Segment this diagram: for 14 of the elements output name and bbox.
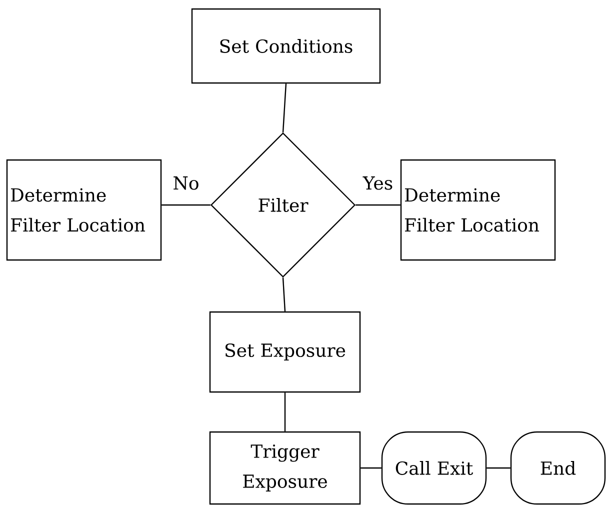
connector-line (284, 392, 286, 432)
process-box: Determine Filter Location (6, 159, 162, 261)
connector-line (282, 278, 286, 312)
process-box: Set Conditions (191, 8, 381, 84)
process-box: Set Exposure (209, 311, 361, 393)
connector-line (360, 467, 382, 469)
connector-line (282, 84, 287, 132)
edge-label: No (172, 175, 200, 191)
edge-label: Yes (362, 175, 394, 191)
connector-line (486, 467, 510, 469)
connector-line (356, 204, 400, 206)
process-box: Trigger Exposure (209, 431, 361, 505)
connector-line (162, 204, 210, 206)
process-box: Determine Filter Location (400, 159, 556, 261)
